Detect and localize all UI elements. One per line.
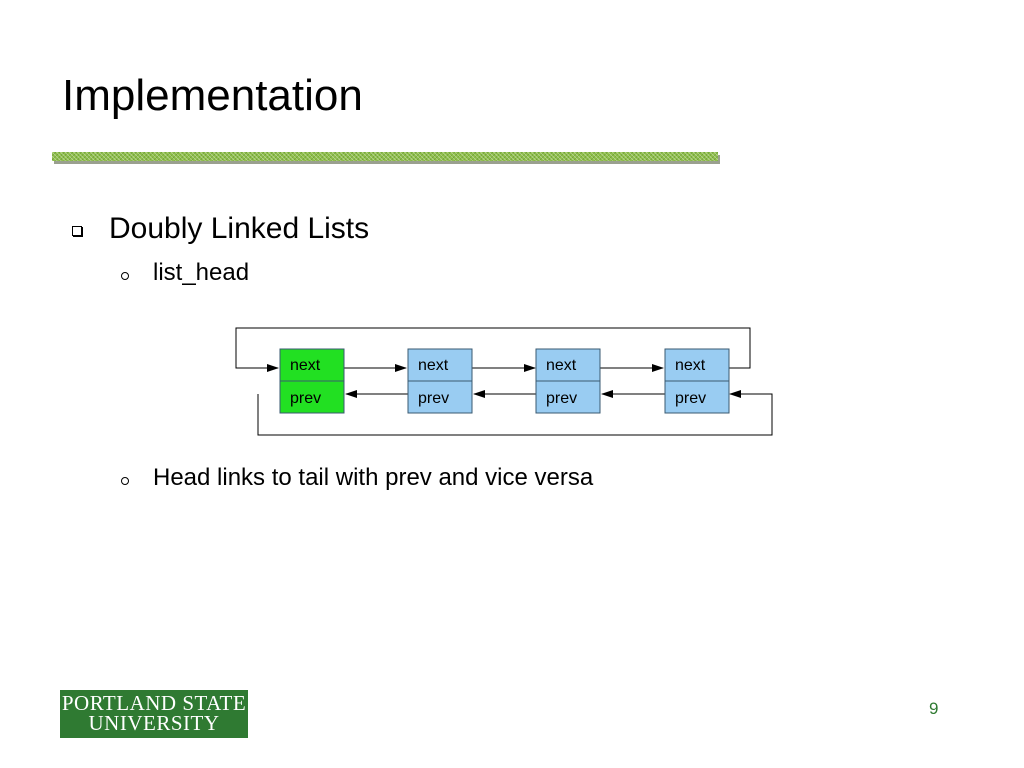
portland-state-logo: PORTLAND STATE UNIVERSITY <box>60 690 248 738</box>
logo-line-1: PORTLAND STATE <box>61 691 247 715</box>
wrap-prev-link <box>257 390 773 436</box>
sub-bullet-head-links: Head links to tail with prev and vice ve… <box>121 463 593 493</box>
list-node-head: next prev <box>279 348 345 414</box>
node-prev-cell <box>535 380 601 414</box>
page-number: 9 <box>929 699 939 718</box>
slide-title: Implementation <box>62 71 363 120</box>
node-next-cell <box>407 348 473 382</box>
title-underline <box>52 152 718 161</box>
sub-bullet-text: list_head <box>153 259 250 286</box>
list-node: next prev <box>535 348 601 414</box>
node-prev-label: prev <box>418 390 449 407</box>
wrap-next-link <box>235 327 751 372</box>
list-node: next prev <box>664 348 730 414</box>
node-next-label: next <box>290 357 321 374</box>
bullet-doubly-linked-lists: Doubly Linked Lists <box>72 210 369 248</box>
node-prev-label: prev <box>675 390 706 407</box>
node-next-cell <box>664 348 730 382</box>
node-prev-label: prev <box>290 390 321 407</box>
node-next-label: next <box>546 357 577 374</box>
node-prev-cell <box>279 380 345 414</box>
logo-line-2: UNIVERSITY <box>88 711 220 735</box>
node-prev-label: prev <box>546 390 577 407</box>
node-next-label: next <box>675 357 706 374</box>
circle-bullet-icon <box>121 477 129 485</box>
list-node: next prev <box>407 348 473 414</box>
node-next-label: next <box>418 357 449 374</box>
node-next-cell <box>535 348 601 382</box>
linked-list-diagram: next prev next prev next prev next prev <box>235 327 773 436</box>
sub-bullet-list-head: list_head <box>121 258 249 288</box>
bullet-text: Doubly Linked Lists <box>109 212 370 245</box>
node-next-cell <box>279 348 345 382</box>
circle-bullet-icon <box>121 272 129 280</box>
node-prev-cell <box>664 380 730 414</box>
node-prev-cell <box>407 380 473 414</box>
sub-bullet-text: Head links to tail with prev and vice ve… <box>153 464 594 491</box>
square-bullet-icon <box>72 226 82 236</box>
